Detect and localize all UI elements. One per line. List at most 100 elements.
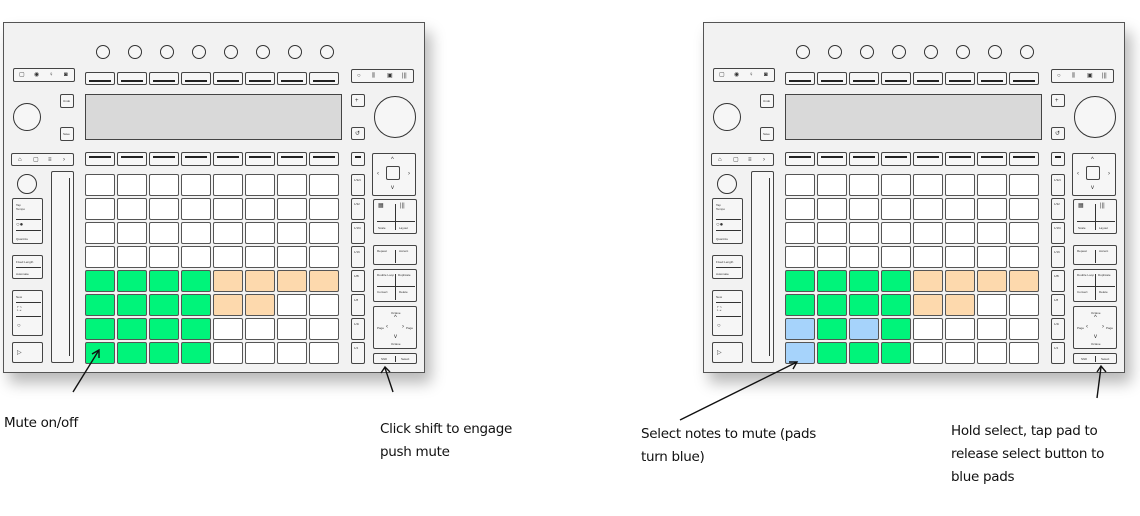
pad-r1-c3[interactable] xyxy=(849,174,879,196)
upper-display-button-2[interactable] xyxy=(817,72,847,85)
mode-button-group[interactable]: ⌂▢≡› xyxy=(11,153,74,166)
pad-r8-c5[interactable] xyxy=(913,342,943,364)
scene-button-4[interactable]: 1/16 xyxy=(1051,246,1065,268)
scene-button-1[interactable]: 1/32t xyxy=(351,174,365,196)
pad-r3-c7[interactable] xyxy=(277,222,307,244)
pad-r3-c2[interactable] xyxy=(817,222,847,244)
scene-button-6[interactable]: 1/8 xyxy=(1051,294,1065,316)
lower-display-button-8[interactable] xyxy=(1009,152,1039,166)
pad-r6-c6[interactable] xyxy=(245,294,275,316)
scene-button-6[interactable]: 1/8 xyxy=(351,294,365,316)
pad-r1-c2[interactable] xyxy=(117,174,147,196)
pad-r4-c5[interactable] xyxy=(213,246,243,268)
scene-button-7[interactable]: 1/4t xyxy=(351,318,365,340)
mode-button-group[interactable]: ⌂▢≡› xyxy=(711,153,774,166)
save-button[interactable]: Save xyxy=(60,127,74,141)
pad-r4-c2[interactable] xyxy=(117,246,147,268)
pad-r7-c4[interactable] xyxy=(881,318,911,340)
encoder-knob-8[interactable] xyxy=(320,45,334,59)
pad-r6-c3[interactable] xyxy=(849,294,879,316)
lower-display-button-7[interactable] xyxy=(977,152,1007,166)
upper-display-button-4[interactable] xyxy=(881,72,911,85)
pad-r6-c2[interactable] xyxy=(817,294,847,316)
upper-display-button-5[interactable] xyxy=(213,72,243,85)
upper-display-button-7[interactable] xyxy=(277,72,307,85)
pad-r8-c8[interactable] xyxy=(309,342,339,364)
pad-r5-c7[interactable] xyxy=(277,270,307,292)
encoder-knob-5[interactable] xyxy=(224,45,238,59)
encoder-knob-8[interactable] xyxy=(1020,45,1034,59)
pad-r1-c1[interactable] xyxy=(785,174,815,196)
undo-button[interactable]: Undo xyxy=(60,94,74,108)
pad-r4-c8[interactable] xyxy=(1009,246,1039,268)
pad-r7-c8[interactable] xyxy=(1009,318,1039,340)
pad-r5-c3[interactable] xyxy=(849,270,879,292)
pad-r1-c7[interactable] xyxy=(277,174,307,196)
encoder-knob-6[interactable] xyxy=(956,45,970,59)
lower-display-button-4[interactable] xyxy=(181,152,211,166)
pad-r3-c8[interactable] xyxy=(309,222,339,244)
upper-display-button-1[interactable] xyxy=(85,72,115,85)
pad-r4-c1[interactable] xyxy=(785,246,815,268)
top-left-button-group[interactable]: ▢◉♀◙ xyxy=(713,68,775,82)
encoder-knob-4[interactable] xyxy=(192,45,206,59)
pad-r4-c1[interactable] xyxy=(85,246,115,268)
shift-button[interactable]: Shift xyxy=(1075,355,1095,363)
pad-r2-c4[interactable] xyxy=(181,198,211,220)
pad-r7-c6[interactable] xyxy=(245,318,275,340)
pad-r8-c7[interactable] xyxy=(977,342,1007,364)
upper-display-button-8[interactable] xyxy=(309,72,339,85)
top-left-button-group[interactable]: ▢◉♀◙ xyxy=(13,68,75,82)
pad-r8-c8[interactable] xyxy=(1009,342,1039,364)
pad-r3-c7[interactable] xyxy=(977,222,1007,244)
pad-r5-c8[interactable] xyxy=(1009,270,1039,292)
pad-r6-c4[interactable] xyxy=(181,294,211,316)
pad-r5-c6[interactable] xyxy=(245,270,275,292)
upper-display-button-3[interactable] xyxy=(849,72,879,85)
pad-r7-c5[interactable] xyxy=(913,318,943,340)
pad-r6-c1[interactable] xyxy=(85,294,115,316)
pad-r3-c8[interactable] xyxy=(1009,222,1039,244)
scene-button-2[interactable]: 1/32 xyxy=(351,198,365,220)
lower-display-button-7[interactable] xyxy=(277,152,307,166)
scene-button-3[interactable]: 1/16t xyxy=(1051,222,1065,244)
encoder-knob-5[interactable] xyxy=(924,45,938,59)
encoder-knob-2[interactable] xyxy=(828,45,842,59)
pad-r1-c7[interactable] xyxy=(977,174,1007,196)
pad-r5-c1[interactable] xyxy=(85,270,115,292)
pad-r6-c5[interactable] xyxy=(913,294,943,316)
add-button[interactable]: + xyxy=(1051,94,1065,107)
scene-button-2[interactable]: 1/32 xyxy=(1051,198,1065,220)
pad-r8-c6[interactable] xyxy=(245,342,275,364)
pad-r3-c4[interactable] xyxy=(181,222,211,244)
pad-r5-c8[interactable] xyxy=(309,270,339,292)
pad-r4-c5[interactable] xyxy=(913,246,943,268)
main-encoder-knob[interactable] xyxy=(1074,96,1116,138)
master-button[interactable] xyxy=(1051,152,1065,166)
pad-r2-c3[interactable] xyxy=(849,198,879,220)
pad-r6-c8[interactable] xyxy=(309,294,339,316)
pad-r5-c6[interactable] xyxy=(945,270,975,292)
pad-r1-c1[interactable] xyxy=(85,174,115,196)
scene-button-8[interactable]: 1/4 xyxy=(1051,342,1065,364)
pad-r7-c1[interactable] xyxy=(785,318,815,340)
upper-display-button-2[interactable] xyxy=(117,72,147,85)
tap-tempo-box[interactable]: Tap Tempo○●Quantize xyxy=(12,198,43,244)
pad-r3-c3[interactable] xyxy=(849,222,879,244)
scene-button-5[interactable]: 1/8t xyxy=(351,270,365,292)
pad-r7-c6[interactable] xyxy=(945,318,975,340)
nav-center-button[interactable] xyxy=(386,166,400,180)
pad-r1-c8[interactable] xyxy=(1009,174,1039,196)
pad-r5-c2[interactable] xyxy=(817,270,847,292)
pad-r8-c3[interactable] xyxy=(149,342,179,364)
pad-r2-c8[interactable] xyxy=(309,198,339,220)
scene-button-4[interactable]: 1/16 xyxy=(351,246,365,268)
pad-r1-c8[interactable] xyxy=(309,174,339,196)
pad-r5-c4[interactable] xyxy=(881,270,911,292)
pad-r7-c1[interactable] xyxy=(85,318,115,340)
